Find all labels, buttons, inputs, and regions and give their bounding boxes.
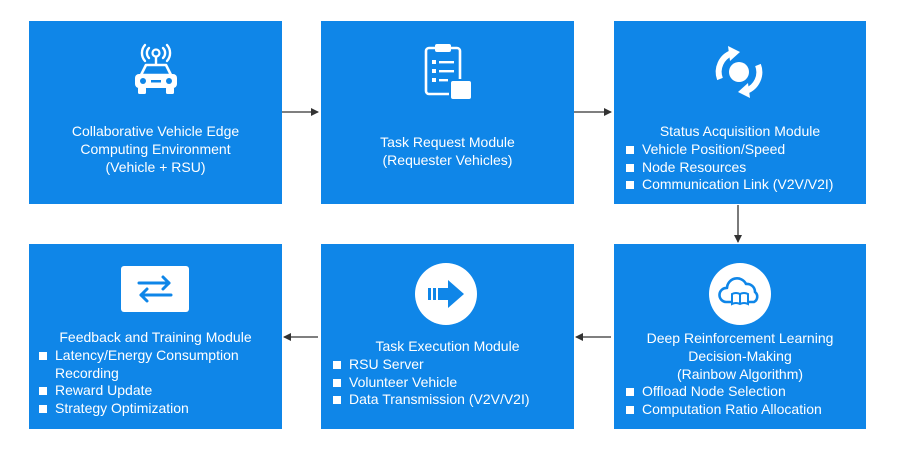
arrow-right-circle-icon — [415, 263, 477, 325]
sync-cycle-icon — [715, 46, 763, 98]
status-acquisition-box: Status Acquisition Module Vehicle Positi… — [614, 21, 866, 204]
swap-arrows-icon — [121, 266, 189, 312]
feedback-training-box: Feedback and Training Module Latency/Ene… — [29, 244, 282, 429]
cloud-book-icon — [709, 263, 771, 325]
drl-decision-bullets: Offload Node Selection Computation Ratio… — [624, 383, 822, 418]
bullet-item: Vehicle Position/Speed — [624, 141, 833, 159]
bullet-item: Latency/Energy Consumption Recording — [37, 347, 277, 382]
task-request-title: Task Request Module (Requester Vehicles) — [380, 134, 515, 168]
status-acquisition-bullets: Vehicle Position/Speed Node Resources Co… — [624, 141, 833, 194]
bullet-item: Volunteer Vehicle — [331, 374, 530, 392]
status-acquisition-title: Status Acquisition Module — [659, 123, 821, 139]
bullet-item: Communication Link (V2V/V2I) — [624, 176, 833, 194]
bullet-item: RSU Server — [331, 356, 530, 374]
feedback-training-title: Feedback and Training Module — [59, 329, 252, 345]
clipboard-list-icon — [424, 44, 473, 101]
task-execution-box: Task Execution Module RSU Server Volunte… — [321, 244, 574, 429]
task-request-box: Task Request Module (Requester Vehicles) — [321, 21, 574, 204]
task-execution-bullets: RSU Server Volunteer Vehicle Data Transm… — [331, 356, 530, 409]
environment-box: Collaborative Vehicle Edge Computing Env… — [29, 21, 282, 204]
car-antenna-icon — [135, 43, 177, 94]
bullet-item: Strategy Optimization — [37, 400, 277, 418]
task-execution-title: Task Execution Module — [375, 338, 520, 354]
bullet-item: Data Transmission (V2V/V2I) — [331, 391, 530, 409]
bullet-item: Node Resources — [624, 159, 833, 177]
drl-decision-title: Deep Reinforcement Learning Decision-Mak… — [646, 330, 834, 382]
feedback-training-bullets: Latency/Energy Consumption Recording Rew… — [37, 347, 277, 417]
environment-title: Collaborative Vehicle Edge Computing Env… — [71, 123, 240, 175]
bullet-item: Reward Update — [37, 382, 277, 400]
drl-decision-box: Deep Reinforcement Learning Decision-Mak… — [614, 244, 866, 429]
bullet-item: Computation Ratio Allocation — [624, 401, 822, 419]
bullet-item: Offload Node Selection — [624, 383, 822, 401]
